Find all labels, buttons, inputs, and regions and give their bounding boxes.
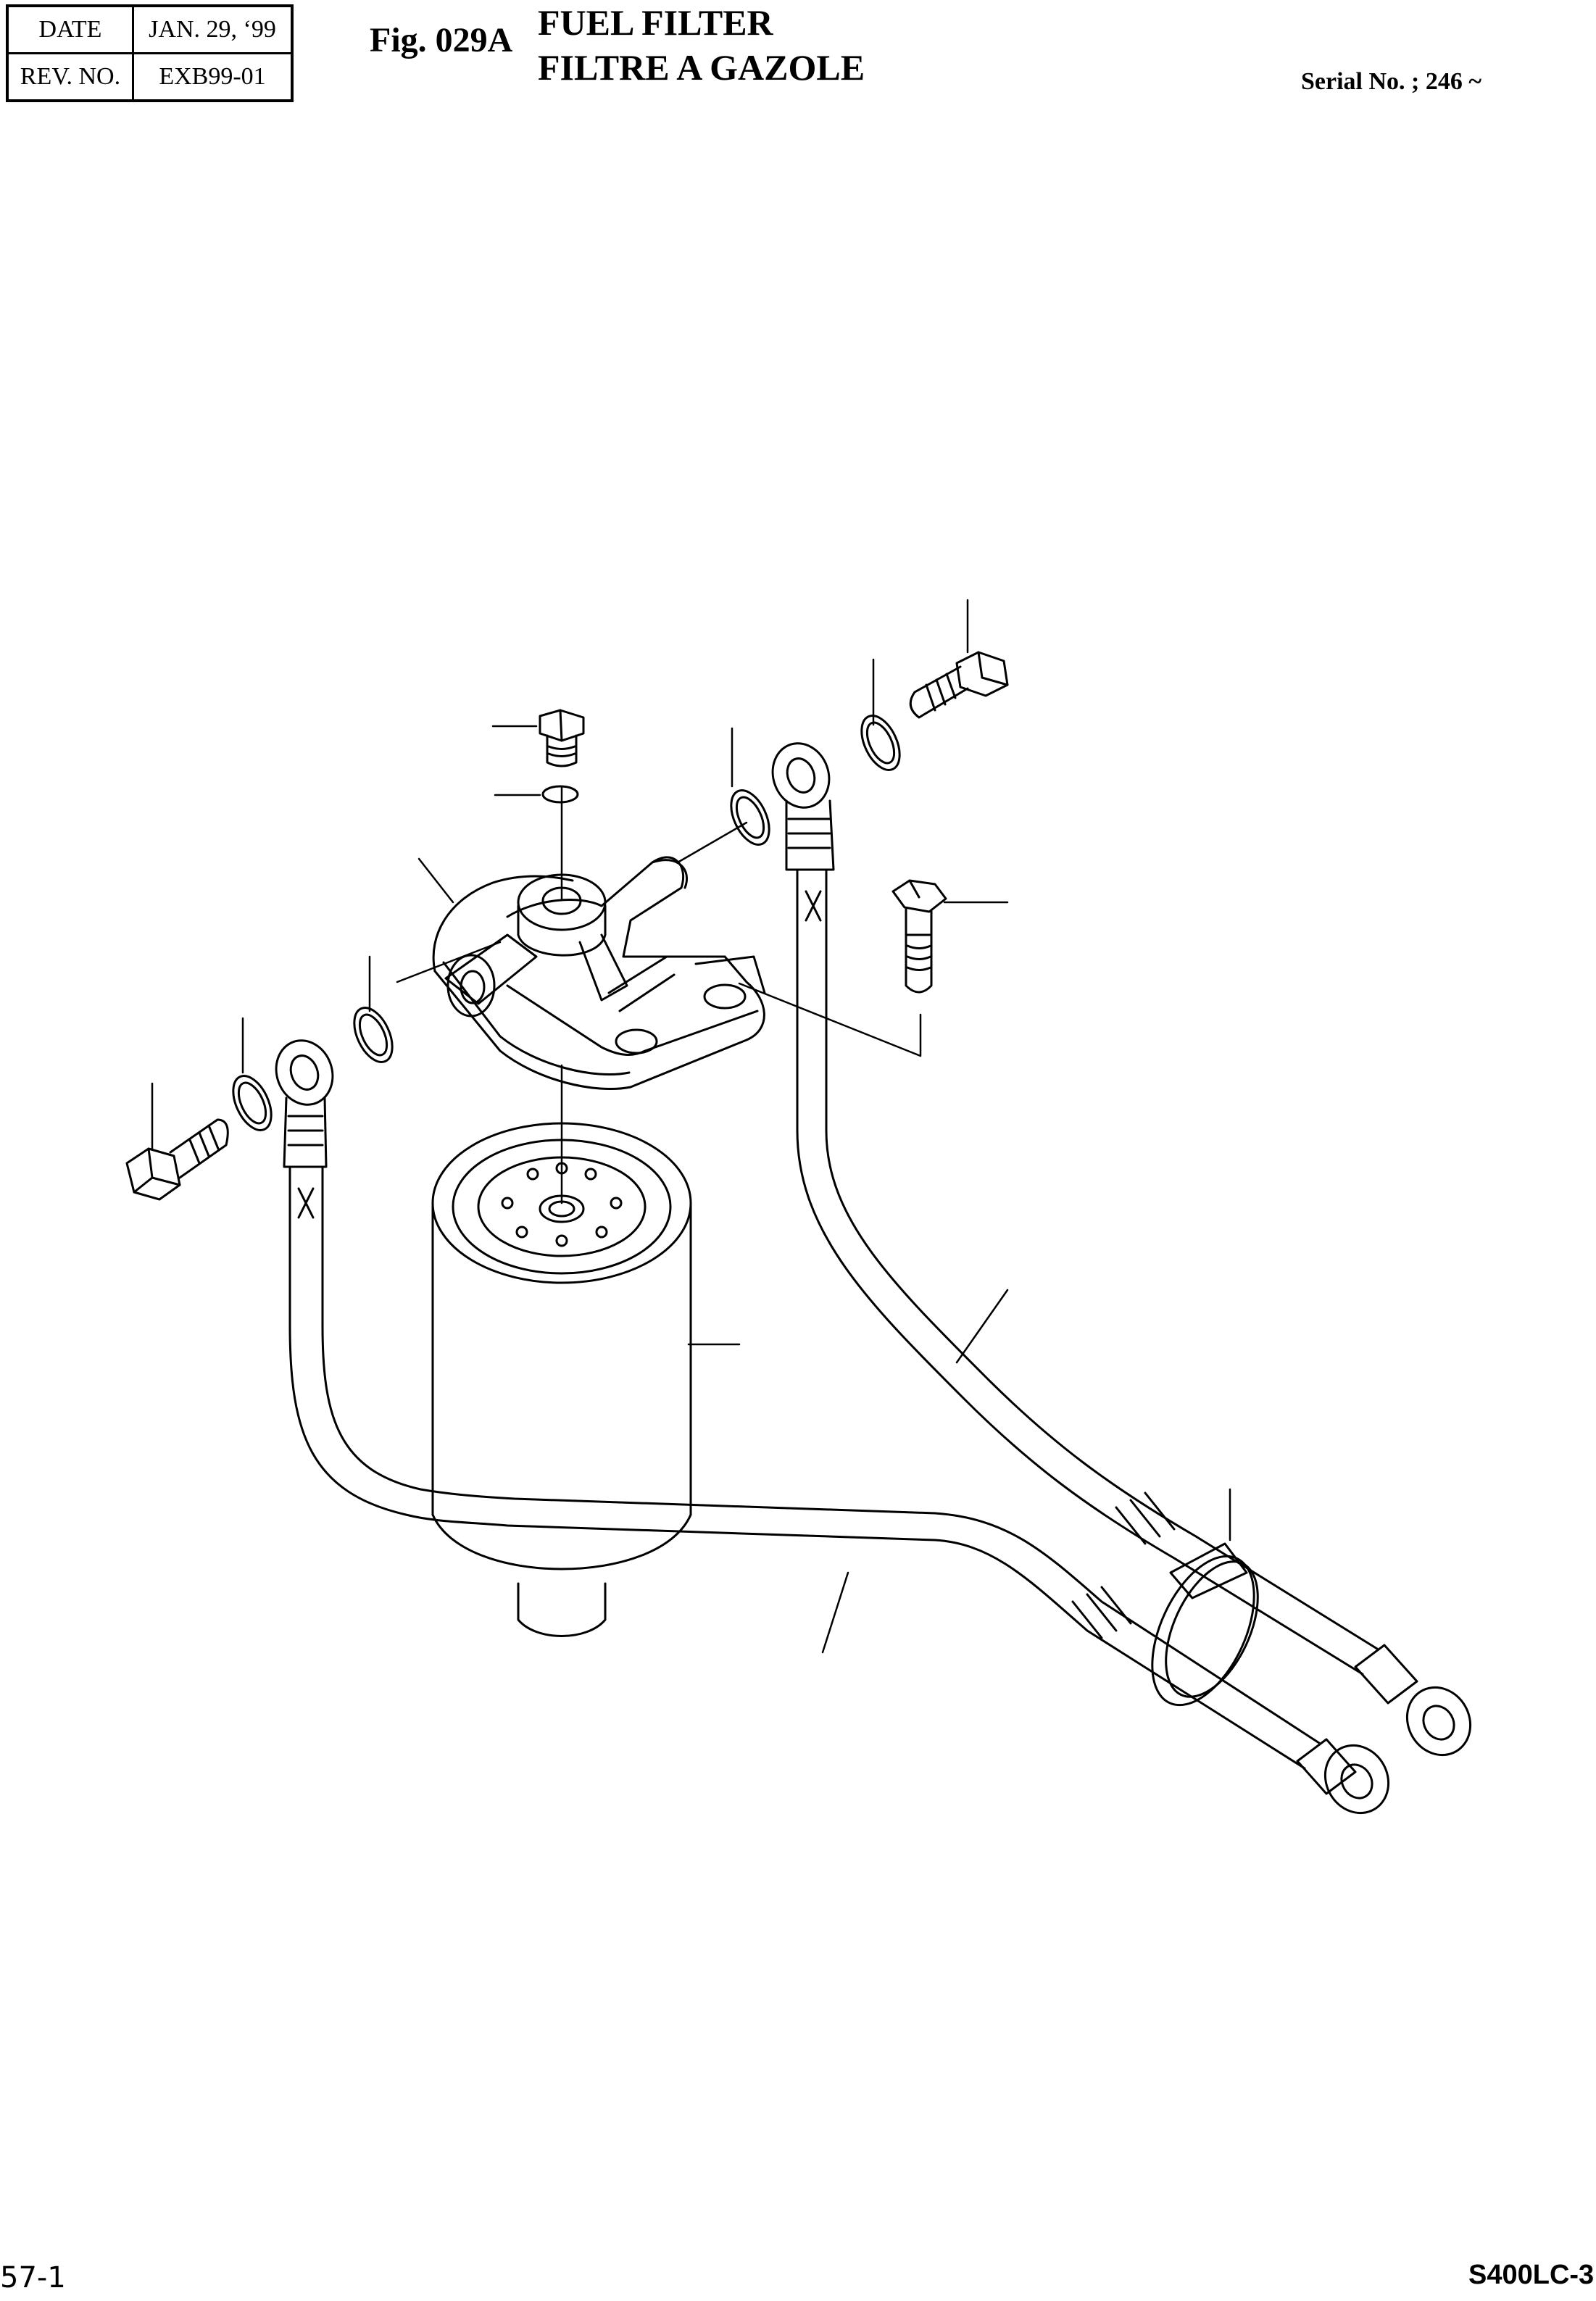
washer-icons — [225, 710, 907, 1136]
right-hose-icon — [764, 736, 1377, 1674]
title-english: FUEL FILTER — [538, 2, 773, 43]
mounting-bolt-icon — [893, 881, 946, 992]
plug-bolt-icon — [540, 710, 583, 766]
date-label: DATE — [6, 4, 134, 54]
hose-clamp-icon — [1131, 1541, 1276, 1720]
left-hose-icon — [267, 1033, 1319, 1768]
axis-lines — [397, 786, 747, 1203]
revision-table: DATE JAN. 29, ‘99 REV. NO. EXB99-01 — [6, 4, 294, 102]
serial-number: Serial No. ; 246 ~ — [1301, 68, 1482, 95]
leader-lines — [152, 600, 1230, 1652]
figure-title: FUEL FILTER FILTRE A GAZOLE — [538, 0, 865, 90]
right-banjo-bolt-icon — [910, 652, 1007, 717]
o-ring-icon — [543, 786, 578, 802]
title-french: FILTRE A GAZOLE — [538, 47, 865, 88]
left-banjo-bolt-icon — [127, 1120, 228, 1199]
filter-cartridge-icon — [433, 1123, 691, 1636]
figure-number: Fig. 029A — [370, 21, 513, 59]
page-number: 57-1 — [0, 2261, 66, 2294]
rev-label: REV. NO. — [6, 52, 134, 102]
rev-value: EXB99-01 — [132, 52, 294, 102]
filter-head-icon — [433, 857, 765, 1089]
date-value: JAN. 29, ‘99 — [132, 4, 294, 54]
model-number: S400LC-3 — [1468, 2260, 1595, 2290]
hose-end-fittings — [1297, 1645, 1482, 1825]
